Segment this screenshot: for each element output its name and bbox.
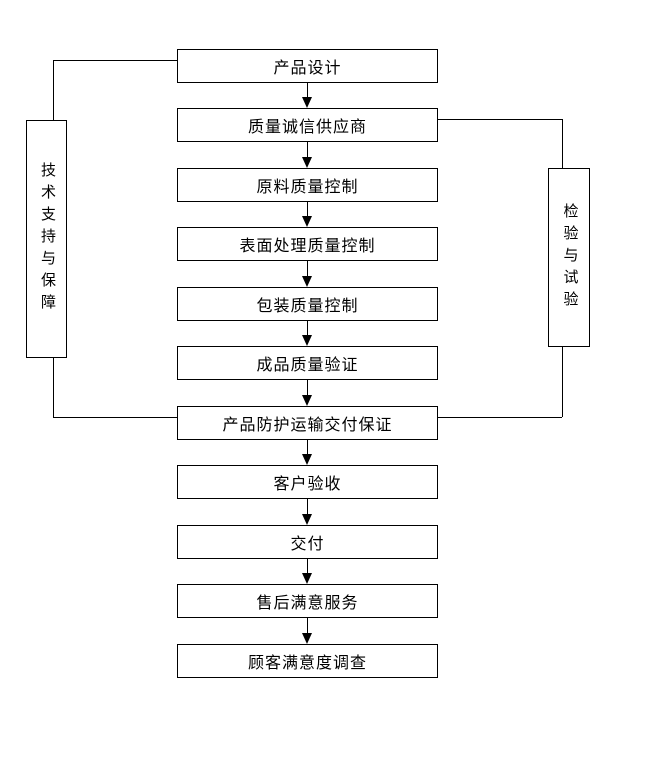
flow-step-label: 产品防护运输交付保证 xyxy=(222,417,393,434)
flow-step-protection-transport-delivery: 产品防护运输交付保证 xyxy=(177,406,438,440)
arrow-head xyxy=(302,633,312,644)
flow-step-quality-supplier: 质量诚信供应商 xyxy=(177,108,438,142)
flow-step-finished-product-verification: 成品质量验证 xyxy=(177,346,438,380)
flow-step-label: 售后满意服务 xyxy=(256,595,359,612)
flow-step-label: 质量诚信供应商 xyxy=(247,119,367,136)
flow-step-customer-satisfaction-survey: 顾客满意度调查 xyxy=(177,644,438,678)
arrow-head xyxy=(302,454,312,465)
arrow-head xyxy=(302,573,312,584)
flow-step-customer-acceptance: 客户验收 xyxy=(177,465,438,499)
down-arrow-icon xyxy=(302,559,313,584)
connector-bottom-right-vertical xyxy=(562,347,563,417)
arrow-head xyxy=(302,514,312,525)
flow-step-label: 交付 xyxy=(290,536,325,553)
flow-step-label: 顾客满意度调查 xyxy=(247,655,367,672)
arrow-head xyxy=(302,335,312,346)
side-box-inspection-testing: 检验与试验 xyxy=(548,168,590,347)
down-arrow-icon xyxy=(302,440,313,465)
arrow-head xyxy=(302,97,312,108)
flow-step-raw-material-qc: 原料质量控制 xyxy=(177,168,438,202)
connector-bottom-right-horizontal xyxy=(438,417,562,418)
arrow-shaft xyxy=(307,202,308,223)
arrow-head xyxy=(302,216,312,227)
down-arrow-icon xyxy=(302,499,313,525)
down-arrow-icon xyxy=(302,202,313,227)
flow-step-label: 成品质量验证 xyxy=(256,357,359,374)
down-arrow-icon xyxy=(302,261,313,287)
arrow-shaft xyxy=(307,440,308,461)
arrow-shaft xyxy=(307,618,308,640)
side-box-label: 检验与试验 xyxy=(561,202,578,313)
flow-step-label: 客户验收 xyxy=(273,476,342,493)
side-box-technical-support: 技术支持与保障 xyxy=(26,120,67,358)
flow-step-surface-treatment-qc: 表面处理质量控制 xyxy=(177,227,438,261)
arrow-shaft xyxy=(307,321,308,342)
connector-bottom-left-vertical xyxy=(53,358,54,417)
flow-step-delivery: 交付 xyxy=(177,525,438,559)
connector-top-right-vertical xyxy=(562,119,563,168)
side-box-label: 技术支持与保障 xyxy=(39,162,55,316)
connector-top-left-horizontal xyxy=(53,60,177,61)
arrow-shaft xyxy=(307,83,308,104)
arrow-shaft xyxy=(307,499,308,521)
arrow-shaft xyxy=(307,261,308,283)
arrow-head xyxy=(302,395,312,406)
down-arrow-icon xyxy=(302,321,313,346)
down-arrow-icon xyxy=(302,380,313,406)
arrow-head xyxy=(302,276,312,287)
flow-step-label: 原料质量控制 xyxy=(256,179,359,196)
flow-step-product-design: 产品设计 xyxy=(177,49,438,83)
arrow-shaft xyxy=(307,559,308,580)
flow-step-label: 包装质量控制 xyxy=(256,298,359,315)
flow-step-packaging-qc: 包装质量控制 xyxy=(177,287,438,321)
connector-top-left-vertical xyxy=(53,60,54,120)
down-arrow-icon xyxy=(302,83,313,108)
flow-step-after-sales-service: 售后满意服务 xyxy=(177,584,438,618)
down-arrow-icon xyxy=(302,618,313,644)
arrow-shaft xyxy=(307,142,308,164)
down-arrow-icon xyxy=(302,142,313,168)
flow-step-label: 表面处理质量控制 xyxy=(239,238,376,255)
arrow-shaft xyxy=(307,380,308,402)
arrow-head xyxy=(302,157,312,168)
connector-top-right-horizontal xyxy=(438,119,562,120)
flow-step-label: 产品设计 xyxy=(273,60,342,77)
connector-bottom-left-horizontal xyxy=(53,417,177,418)
